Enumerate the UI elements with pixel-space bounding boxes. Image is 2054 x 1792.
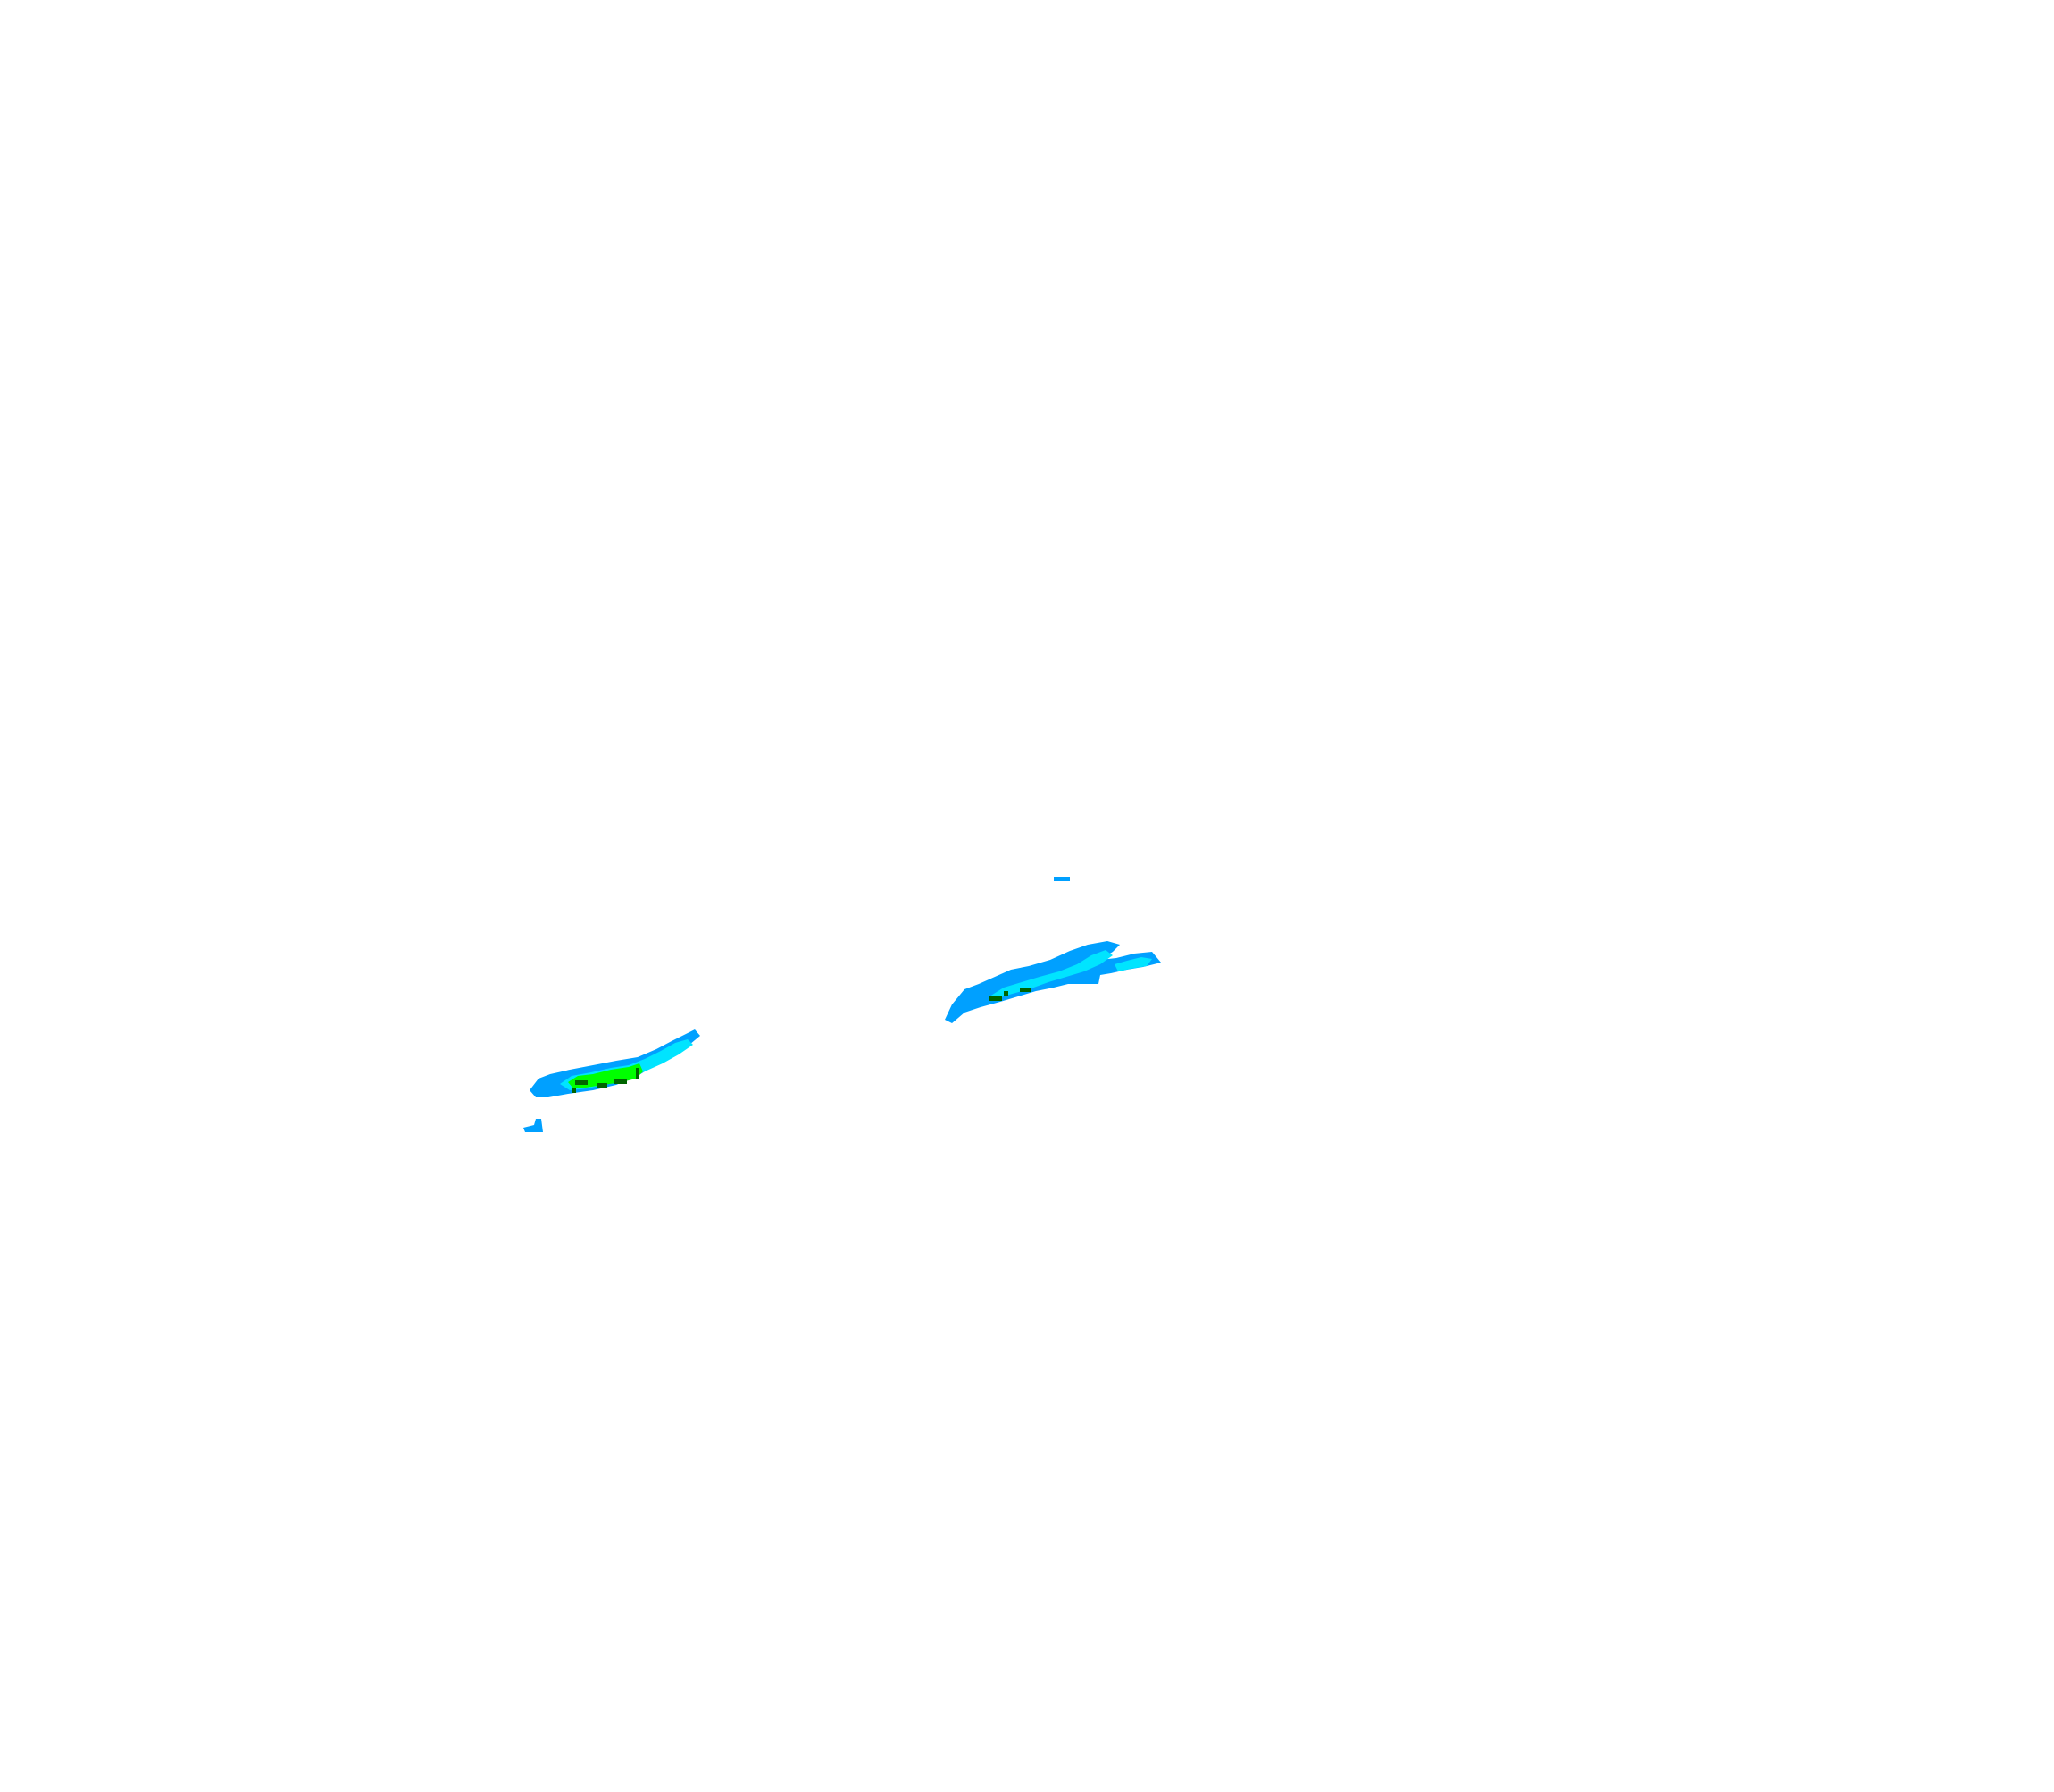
echo-core — [1004, 991, 1008, 996]
echo-core — [636, 1068, 639, 1079]
echo-core — [597, 1083, 607, 1088]
echo-core — [1020, 988, 1031, 992]
echo-core — [614, 1079, 627, 1084]
echo-cell-central-band — [945, 941, 1161, 1023]
echo-cell-southwest-fleck — [523, 1119, 543, 1132]
echo-light — [1054, 877, 1070, 881]
echo-cell-north-fleck — [1054, 877, 1070, 881]
echo-cell-southwest-band — [530, 1029, 700, 1097]
echo-core — [572, 1088, 576, 1093]
echo-moderate — [1115, 957, 1152, 971]
echo-light — [523, 1119, 543, 1132]
echo-core — [575, 1080, 588, 1085]
echo-light — [945, 941, 1161, 1023]
echo-core — [989, 996, 1002, 1001]
